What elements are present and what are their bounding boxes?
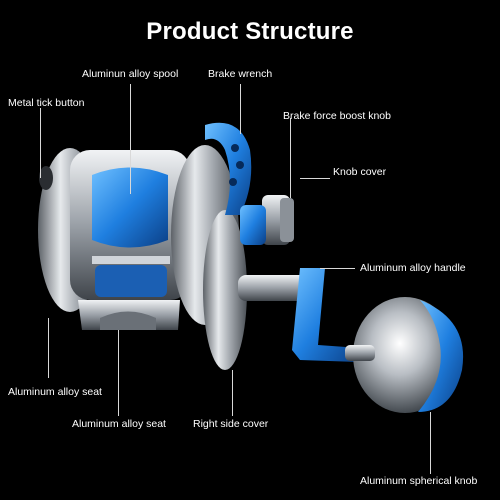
leader-line-knob-cover: [300, 178, 330, 179]
handle-arm-shape: [292, 268, 360, 362]
knob-stem: [345, 345, 375, 361]
wrench-hole-2: [236, 161, 244, 169]
label-boost-knob: Brake force boost knob: [283, 110, 391, 122]
label-knob-cover: Knob cover: [333, 166, 387, 178]
knob-cover-shape: [280, 198, 294, 242]
wrench-hole-1: [231, 144, 239, 152]
right-side-cover-shape: [203, 210, 247, 370]
leader-line-seat-center: [118, 330, 119, 416]
leader-line-handle: [320, 268, 355, 269]
label-seat-center: Aluminum alloy seat: [72, 418, 166, 430]
leader-line-seat-left: [48, 318, 49, 378]
label-brake-wrench: Brake wrench: [208, 68, 273, 80]
spherical-knob-blue-cap: [418, 300, 464, 412]
leader-line-side-cover: [232, 370, 233, 416]
label-spool: Aluminun alloy spool: [82, 68, 179, 80]
seat-clamp-shape: [100, 311, 156, 330]
handle-shaft: [238, 275, 308, 301]
leader-line-spool: [130, 84, 131, 194]
label-metal-tick-button: Metal tick button: [8, 97, 85, 109]
leader-line-metal-tick: [40, 108, 41, 178]
leader-line-boost-knob-h: [290, 118, 291, 198]
label-seat-left: Aluminum alloy seat: [8, 386, 102, 398]
wrench-hole-3: [229, 178, 237, 186]
label-side-cover: Right side cover: [193, 418, 269, 430]
label-handle: Aluminum alloy handle: [360, 262, 466, 274]
page-title: Product Structure: [146, 18, 354, 45]
blue-boss: [240, 205, 266, 245]
spool-lower-bar: [92, 256, 170, 264]
metal-tick-button-shape: [39, 166, 53, 190]
brake-wrench-shape: [205, 122, 252, 215]
aluminum-spool-shape: [92, 167, 168, 248]
leader-line-brake-wrench: [240, 84, 241, 134]
spool-lower-window: [95, 265, 167, 297]
leader-line-spherical-knob: [430, 412, 431, 474]
label-spherical-knob: Aluminum spherical knob: [360, 475, 478, 487]
spherical-knob-shape: [353, 297, 457, 413]
